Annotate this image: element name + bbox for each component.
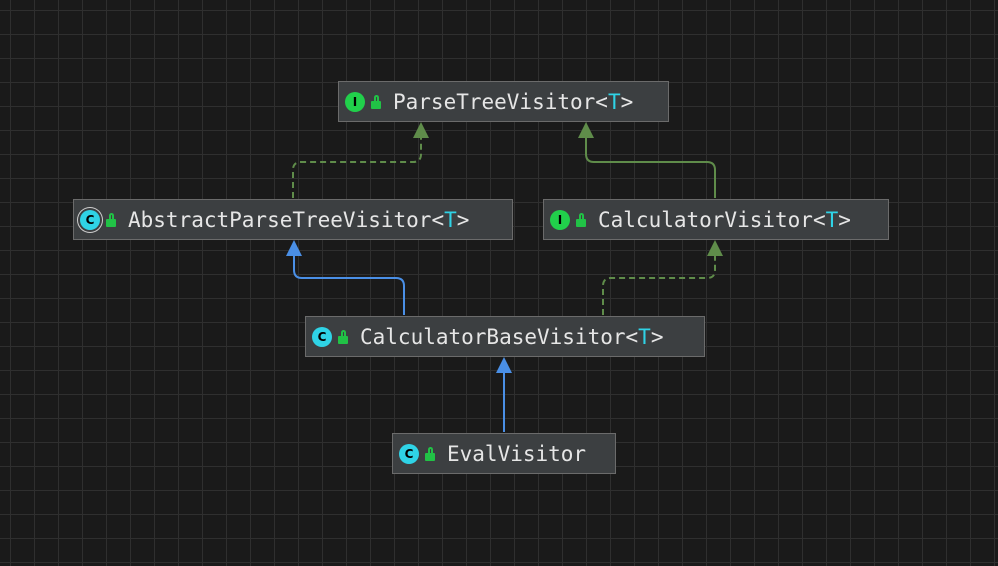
generic-open: < <box>431 207 445 232</box>
class-name: CalculatorVisitor <box>598 207 813 232</box>
edge-calculator-visitor-extends-parse-tree-visitor <box>585 134 716 198</box>
generic-open: < <box>595 89 608 114</box>
public-lock-icon <box>425 446 435 461</box>
generic-open: < <box>812 207 826 232</box>
public-lock-icon <box>338 329 348 344</box>
public-lock-icon <box>106 212 116 227</box>
edge-abstract-implements-parse-tree-visitor <box>292 134 422 198</box>
class-name: ParseTreeVisitor <box>393 89 596 114</box>
node-eval-visitor[interactable]: C EvalVisitor <box>392 433 616 474</box>
class-icon: C <box>312 326 332 347</box>
generic-close: > <box>838 207 851 232</box>
type-parameter: T <box>444 207 457 232</box>
class-name: CalculatorBaseVisitor <box>360 324 626 349</box>
type-parameter: T <box>638 324 651 349</box>
type-parameter: T <box>607 89 621 114</box>
node-calculator-visitor[interactable]: I CalculatorVisitor<T> <box>543 199 889 240</box>
class-name: EvalVisitor <box>447 441 587 466</box>
generic-close: > <box>456 207 470 232</box>
abstract-class-icon: C <box>80 209 100 230</box>
node-parse-tree-visitor[interactable]: I ParseTreeVisitor<T> <box>338 81 669 122</box>
node-calculator-base-visitor[interactable]: C CalculatorBaseVisitor<T> <box>305 316 705 357</box>
node-abstract-parse-tree-visitor[interactable]: C AbstractParseTreeVisitor<T> <box>73 199 513 240</box>
arrowhead <box>707 240 723 256</box>
interface-icon: I <box>345 91 365 112</box>
public-lock-icon <box>371 94 381 109</box>
class-icon: C <box>399 443 419 464</box>
generic-close: > <box>650 324 664 349</box>
interface-icon: I <box>550 209 570 230</box>
class-name: AbstractParseTreeVisitor <box>128 207 432 232</box>
arrowhead <box>578 122 594 138</box>
arrowhead <box>286 240 302 256</box>
arrowhead <box>413 122 429 138</box>
public-lock-icon <box>576 212 586 227</box>
generic-open: < <box>625 324 639 349</box>
edge-base-visitor-implements-calculator-visitor <box>602 252 716 315</box>
edge-base-visitor-extends-abstract <box>293 252 405 315</box>
type-parameter: T <box>825 207 839 232</box>
generic-close: > <box>620 89 634 114</box>
arrowhead <box>496 357 512 373</box>
